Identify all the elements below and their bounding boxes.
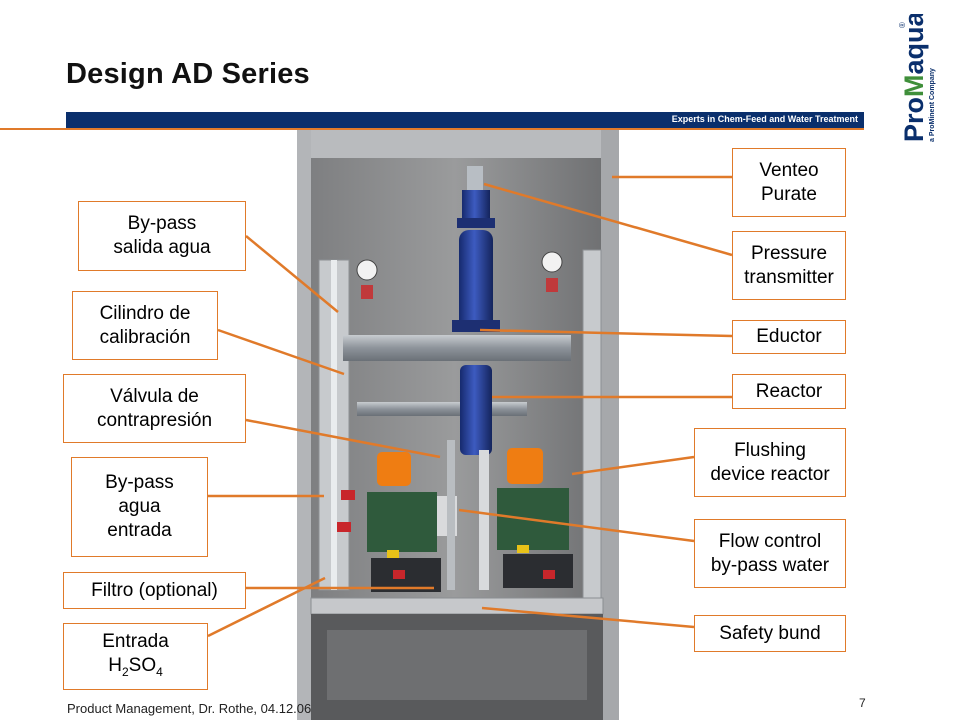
- header-rule: [0, 128, 864, 130]
- slide-title: Design AD Series: [66, 58, 310, 90]
- banner-text: Experts in Chem-Feed and Water Treatment: [671, 114, 858, 124]
- label-entrada-h2so4: Entrada H2SO4: [63, 623, 208, 690]
- label-bypass-entrada: By-pass agua entrada: [71, 457, 208, 557]
- svg-text:ProMaqua: ProMaqua: [899, 14, 929, 142]
- label-bypass-salida: By-pass salida agua: [78, 201, 246, 271]
- label-flow-control: Flow control by-pass water: [694, 519, 846, 588]
- label-valvula: Válvula de contrapresión: [63, 374, 246, 443]
- label-cilindro: Cilindro de calibración: [72, 291, 218, 360]
- label-filtro: Filtro (optional): [63, 572, 246, 609]
- equipment-photo: [297, 130, 619, 720]
- page-number: 7: [859, 696, 866, 710]
- label-pressure-transmitter: Pressure transmitter: [732, 231, 846, 300]
- logo-registered: ®: [898, 22, 907, 28]
- logo-tagline: a ProMinent Company: [929, 68, 936, 142]
- header-banner: Experts in Chem-Feed and Water Treatment: [66, 112, 864, 129]
- formula-h2so4: H2SO4: [108, 654, 163, 679]
- label-reactor: Reactor: [732, 374, 846, 409]
- promaqua-logo: ProMaqua ® a ProMinent Company: [893, 14, 941, 146]
- logo-brand-pro: Pro: [899, 97, 929, 142]
- label-flushing: Flushing device reactor: [694, 428, 846, 497]
- logo-brand-m: M: [899, 74, 929, 97]
- logo-brand-rest: aqua: [899, 14, 929, 74]
- label-eductor: Eductor: [732, 320, 846, 354]
- label-safety-bund: Safety bund: [694, 615, 846, 652]
- footer-text: Product Management, Dr. Rothe, 04.12.06: [67, 701, 312, 716]
- label-venteo: Venteo Purate: [732, 148, 846, 217]
